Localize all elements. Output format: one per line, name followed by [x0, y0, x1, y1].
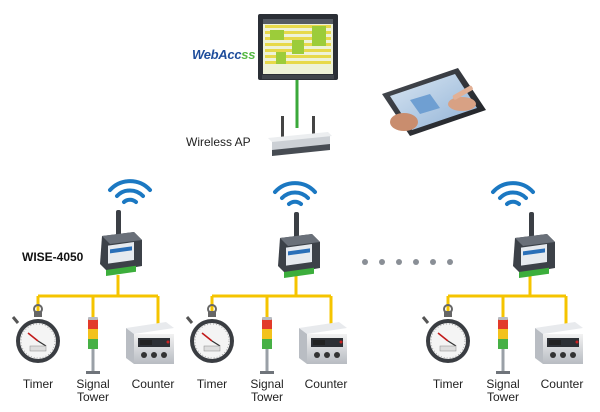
device-label-counter: Counter [304, 377, 348, 391]
signal-tower-icon [86, 317, 100, 374]
device-label-signal-tower: Signal Tower [250, 377, 284, 404]
logo-text-main: WebAcc [192, 47, 242, 62]
device-label-timer: Timer [196, 377, 228, 391]
node-3 [421, 181, 583, 374]
counter-icon [299, 322, 347, 364]
device-label-signal-tower: Signal Tower [486, 377, 520, 404]
wise-module-icon [513, 212, 555, 278]
wifi-icon [491, 181, 535, 206]
device-label-signal-tower: Signal Tower [76, 377, 110, 404]
node-2 [185, 181, 347, 374]
device-label-timer: Timer [432, 377, 464, 391]
device-label-timer: Timer [22, 377, 54, 391]
counter-icon [126, 322, 174, 364]
wireless-ap-icon [268, 116, 332, 156]
module-label: WISE-4050 [22, 250, 84, 264]
timer-icon [11, 303, 62, 365]
node-1 [11, 179, 174, 374]
device-label-counter: Counter [131, 377, 175, 391]
timer-icon [421, 303, 472, 365]
tablet-icon [382, 68, 486, 136]
device-label-counter: Counter [540, 377, 584, 391]
wise-module-icon [278, 212, 320, 278]
monitor-icon [258, 14, 338, 80]
timer-icon [185, 303, 236, 365]
counter-icon [535, 322, 583, 364]
wifi-icon [273, 181, 317, 206]
signal-tower-icon [260, 317, 274, 374]
ellipsis-dots [362, 259, 453, 265]
logo-text-accent: ss [241, 47, 256, 62]
webaccess-logo: WebAccss [190, 46, 260, 66]
wireless-ap-label: Wireless AP [186, 135, 251, 149]
wise-module-icon [100, 210, 142, 276]
signal-tower-icon [496, 317, 510, 374]
wifi-icon [108, 179, 152, 204]
